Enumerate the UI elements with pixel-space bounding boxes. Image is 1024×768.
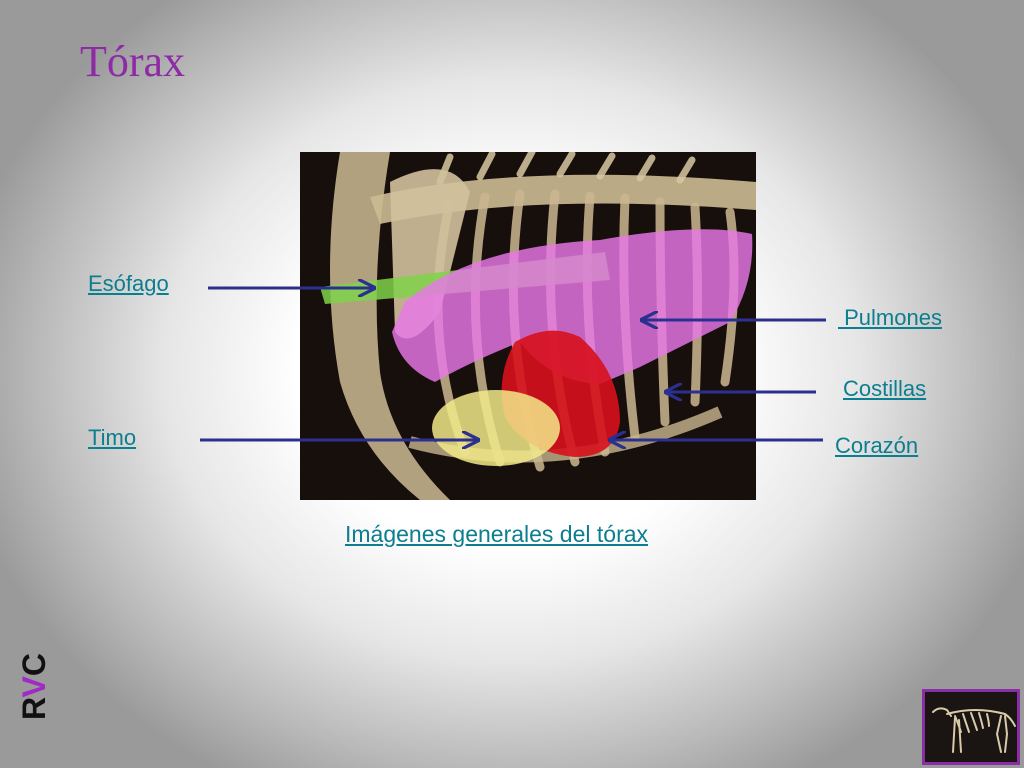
esofago-link[interactable]: Esófago: [88, 271, 169, 296]
rvc-logo-letter-r: R: [16, 697, 52, 720]
rvc-logo-letter-v: V: [16, 676, 52, 698]
costillas-link[interactable]: Costillas: [843, 376, 927, 401]
skeleton-thumbnail-button[interactable]: [922, 689, 1020, 765]
slide-title: Tórax: [80, 37, 186, 86]
timo-link[interactable]: Timo: [88, 425, 137, 450]
pulmones-link[interactable]: Pulmones: [838, 305, 942, 330]
dog-skeleton-icon: [925, 692, 1017, 762]
imagenes-generales-link[interactable]: Imágenes generales del tórax: [345, 521, 649, 547]
rvc-logo-letter-c: C: [16, 653, 52, 677]
thorax-skeleton-image: [300, 152, 756, 500]
rvc-logo: RVC: [10, 650, 76, 736]
corazon-link[interactable]: Corazón: [835, 433, 919, 458]
